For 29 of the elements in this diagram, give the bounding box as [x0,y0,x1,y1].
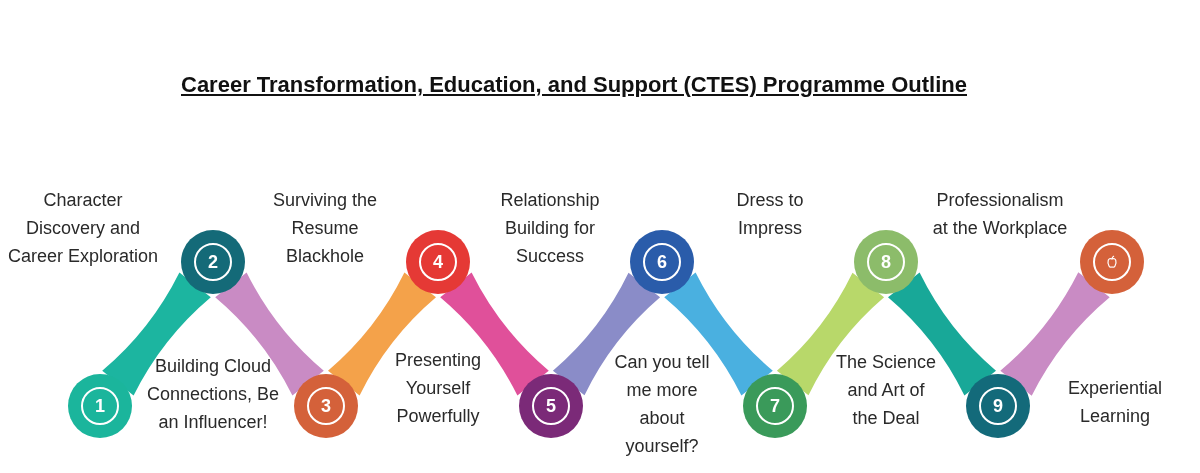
step-number: 6 [657,251,667,273]
tapered-connector [215,272,324,396]
tapered-connector [440,272,549,396]
tapered-connector [102,272,211,396]
step-description: Presenting Yourself Powerfully [393,349,483,428]
step-number: 9 [993,395,1003,417]
step-description: Professionalism at the Workplace [932,189,1068,240]
tapered-connector [888,272,996,396]
step-description: Can you tell me more about yourself? [613,351,711,458]
step-number: 2 [208,251,218,273]
tapered-connector [664,272,773,396]
step-description: Dress to Impress [735,189,805,240]
diagram-title: Career Transformation, Education, and Support (CTES) Programme Outline [180,72,968,98]
step-description: The Science and Art of the Deal [834,351,938,430]
step-number: 1 [95,395,105,417]
tapered-connector [1000,272,1110,396]
step-number: 8 [881,251,891,273]
tapered-connector [776,272,885,396]
step-number: 4 [433,251,443,273]
tapered-connector [552,272,661,396]
step-description: Relationship Building for Success [499,189,601,268]
step-number: 3 [321,395,331,417]
step-number: 7 [770,395,780,417]
step-description: Surviving the Resume Blackhole [271,189,379,268]
step-description: Experiential Learning [1066,377,1164,428]
tapered-connector [328,272,436,396]
step-number: 5 [546,395,556,417]
step-description: Building Cloud Connections, Be an Influencer! [145,355,281,434]
step-description: Character Discovery and Career Exploration [6,189,160,268]
